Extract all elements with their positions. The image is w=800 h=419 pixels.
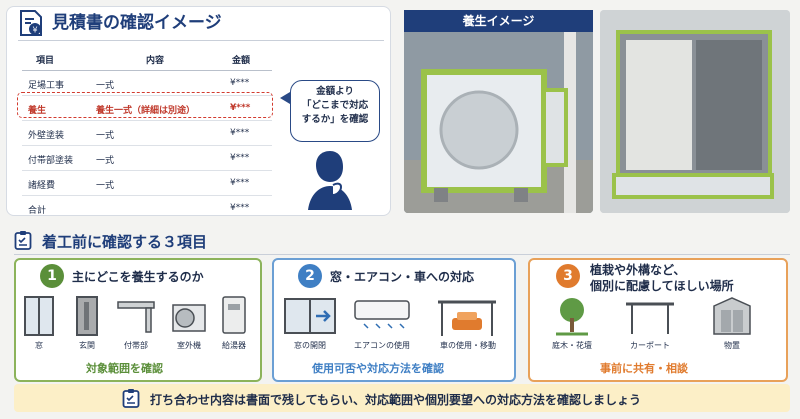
table-row: 諸経費 一式 ¥***	[22, 171, 272, 196]
item-label: 物置	[724, 341, 740, 350]
item-label: 窓	[35, 341, 43, 350]
window-icon	[24, 296, 54, 336]
water-heater-icon	[222, 296, 246, 334]
item-label: エアコンの使用	[354, 341, 410, 350]
item-label: 給湯器	[222, 341, 246, 350]
estimate-title: 見積書の確認イメージ	[52, 13, 222, 33]
footer-text: 打ち合わせ内容は書面で残してもらい、対応範囲や個別要望への対応方法を確認しましょ…	[150, 393, 642, 407]
row-item: 付帯部塗装	[28, 156, 74, 166]
estimate-table: 項目 内容 金額 足場工事 一式 ¥*** 養生 養生一式（詳細は別途） ¥**…	[22, 46, 272, 220]
card-footer: 事前に共有・相談	[600, 362, 688, 375]
table-row: 外壁塗装 一式 ¥***	[22, 121, 272, 146]
table-row: 足場工事 一式 ¥***	[22, 71, 272, 96]
card-title-line: 植栽や外構など、	[590, 263, 686, 277]
row-item: 養生	[28, 106, 47, 116]
table-header-row: 項目 内容 金額	[22, 46, 272, 71]
speech-bubble-tail	[280, 92, 290, 104]
bubble-line: するか」を確認	[301, 114, 369, 125]
document-yen-icon: ¥	[20, 10, 42, 36]
footer-banner	[14, 384, 790, 412]
card-footer: 対象範囲を確認	[86, 362, 163, 375]
carport-icon	[626, 302, 674, 334]
card-title-line: 個別に配慮してほしい場所	[590, 279, 734, 293]
row-amount: ¥***	[230, 203, 250, 213]
table-row: 付帯部塗装 一式 ¥***	[22, 146, 272, 171]
door-icon	[76, 296, 98, 336]
card-title: 窓・エアコン・車への対応	[330, 270, 475, 284]
item-label: 庭木・花壇	[552, 341, 592, 350]
aircon-protection-photo	[404, 10, 593, 213]
gutter-icon	[117, 301, 155, 333]
card-footer: 使用可否や対応方法を確認	[312, 362, 444, 375]
speech-bubble: 金額より 「どこまで対応 するか」を確認	[290, 80, 380, 142]
item-label: 付帯部	[124, 341, 148, 350]
divider	[14, 254, 790, 255]
row-item: 外壁塗装	[28, 131, 65, 141]
table-row-highlighted: 養生 養生一式（詳細は別途） ¥***	[22, 96, 272, 121]
item-label: カーポート	[630, 341, 670, 350]
window-protection-photo	[600, 10, 790, 213]
header-item: 項目	[36, 56, 55, 66]
air-conditioner-icon	[354, 300, 410, 329]
row-item: 合計	[28, 206, 47, 216]
window-open-icon	[284, 298, 336, 334]
row-item: 足場工事	[28, 81, 65, 91]
bubble-line: 「どこまで対応	[301, 100, 369, 111]
row-content: 養生一式（詳細は別途）	[96, 106, 196, 116]
number-badge: 3	[556, 264, 580, 288]
carport-car-icon	[438, 300, 496, 336]
number-badge: 2	[298, 264, 322, 288]
row-amount: ¥***	[230, 128, 250, 138]
number-badge: 1	[40, 264, 64, 288]
header-content: 内容	[146, 56, 165, 66]
svg-text:¥: ¥	[32, 26, 37, 35]
row-content: 一式	[96, 81, 115, 91]
row-amount: ¥***	[230, 153, 250, 163]
row-amount: ¥***	[230, 78, 250, 88]
row-content: 一式	[96, 156, 115, 166]
thinking-person-icon	[308, 151, 352, 210]
clipboard-check-icon	[122, 389, 140, 408]
divider	[18, 40, 384, 41]
header-amount: 金額	[232, 56, 251, 66]
item-label: 室外機	[177, 341, 201, 350]
item-label: 玄関	[79, 341, 95, 350]
bubble-line: 金額より	[316, 86, 354, 97]
table-row-total: 合計 ¥***	[22, 196, 272, 220]
highlight-box	[17, 92, 273, 118]
row-content: 一式	[96, 181, 115, 191]
row-item: 諸経費	[28, 181, 56, 191]
row-content: 一式	[96, 131, 115, 141]
clipboard-check-icon	[14, 231, 32, 250]
row-amount: ¥***	[230, 178, 250, 188]
row-amount: ¥***	[230, 103, 251, 113]
item-label: 窓の開閉	[294, 341, 326, 350]
photo-label: 養生イメージ	[404, 10, 593, 32]
section-title: 着工前に確認する３項目	[42, 233, 208, 251]
tree-icon	[556, 298, 588, 336]
item-label: 車の使用・移動	[440, 341, 496, 350]
storage-shed-icon	[713, 297, 751, 335]
outdoor-unit-icon	[172, 304, 206, 332]
card-title: 主にどこを養生するのか	[72, 270, 204, 284]
